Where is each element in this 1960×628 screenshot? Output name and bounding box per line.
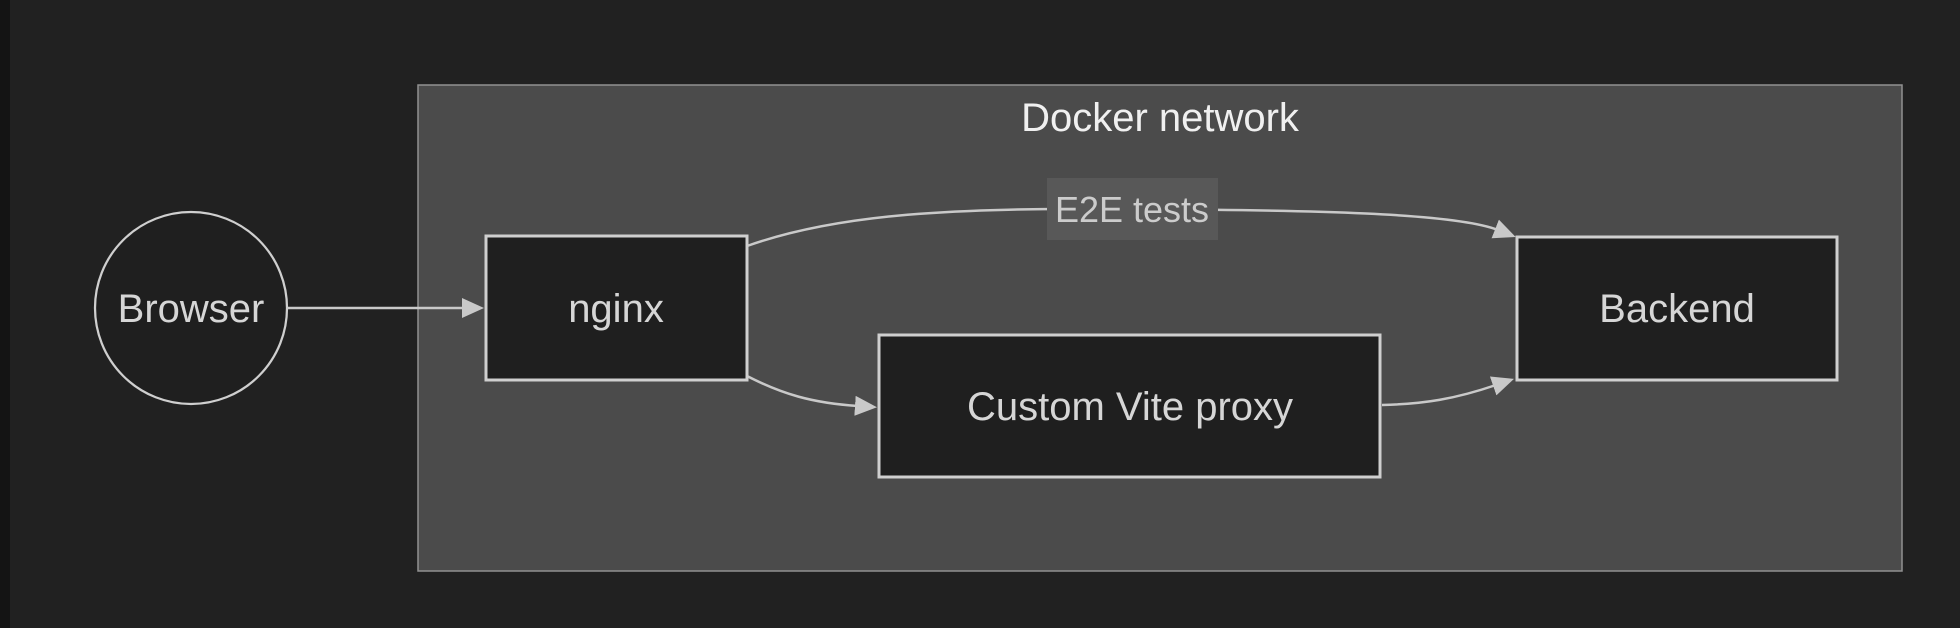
edge-label-background	[1047, 178, 1218, 240]
docker-network-title: Docker network	[1021, 96, 1300, 140]
edge-vite-backend	[1381, 376, 1514, 407]
edge-label-e2e-tests: E2E tests	[1055, 189, 1209, 230]
custom-vite-proxy-rect	[877, 333, 1382, 479]
window-left-edge	[0, 0, 10, 628]
edge-nginx-vite	[746, 374, 877, 416]
backend-label: Backend	[1599, 287, 1755, 331]
nginx-label: nginx	[568, 287, 664, 331]
node-nginx: nginx	[484, 234, 749, 382]
backend-rect	[1515, 235, 1839, 382]
node-backend: Backend	[1515, 235, 1839, 382]
custom-vite-proxy-label: Custom Vite proxy	[967, 385, 1293, 429]
node-custom-vite-proxy: Custom Vite proxy	[877, 333, 1382, 479]
browser-circle	[93, 210, 289, 406]
browser-label: Browser	[118, 287, 265, 331]
nginx-rect	[484, 234, 749, 382]
node-browser: Browser	[93, 210, 289, 406]
